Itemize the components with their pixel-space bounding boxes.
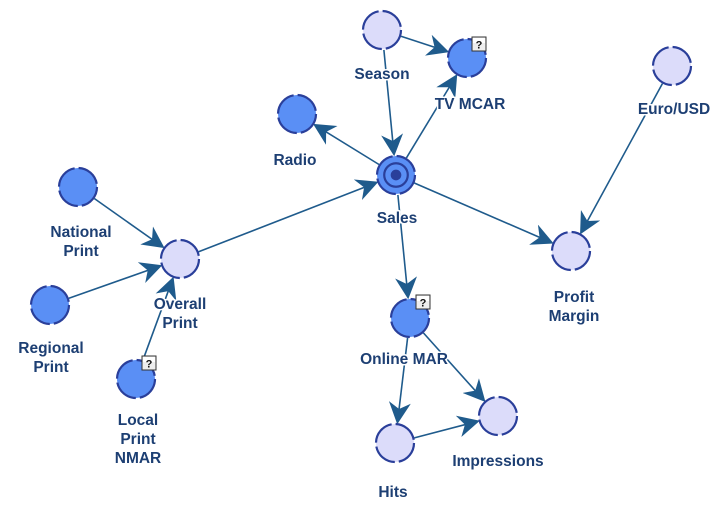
node-euro-usd-circle [651, 45, 693, 87]
target-center-icon [390, 169, 402, 181]
svg-text:?: ? [146, 359, 153, 371]
node-sales[interactable] [375, 154, 417, 196]
edge-local-print-nmar-to-overall-print [142, 276, 177, 361]
edge-regional-print-to-overall-print [68, 262, 163, 300]
missing-data-badge-icon: ? [141, 355, 157, 371]
edge-sales-to-radio [313, 123, 380, 166]
node-season[interactable] [361, 9, 403, 51]
svg-text:?: ? [476, 40, 483, 52]
edges-layer [68, 34, 664, 439]
node-label-online-mar: Online MAR [360, 351, 448, 368]
node-profit-margin[interactable] [550, 230, 592, 272]
edge-season-to-sales [381, 49, 404, 157]
node-overall-print-circle [159, 238, 201, 280]
edge-hits-to-impressions [414, 415, 480, 439]
edge-overall-print-to-sales [198, 179, 379, 253]
node-hits-circle [374, 422, 416, 464]
node-regional-print-circle [29, 284, 71, 326]
nodes-layer: ??? [29, 9, 693, 464]
svg-text:?: ? [420, 298, 427, 310]
node-overall-print[interactable] [159, 238, 201, 280]
node-label-season: Season [354, 66, 409, 83]
node-hits[interactable] [374, 422, 416, 464]
node-label-sales: Sales [377, 210, 418, 227]
node-national-print[interactable] [57, 166, 99, 208]
edge-national-print-to-overall-print [93, 197, 165, 249]
edge-sales-to-profit-margin [413, 182, 554, 245]
node-impressions[interactable] [477, 395, 519, 437]
target-ring-icon [383, 162, 409, 188]
node-label-radio: Radio [273, 152, 316, 169]
node-label-euro-usd: Euro/USD [638, 101, 710, 118]
edge-sales-to-tv-mcar [405, 74, 458, 159]
node-profit-margin-circle [550, 230, 592, 272]
missing-data-badge-icon: ? [415, 294, 431, 310]
edge-online-mar-to-impressions [422, 332, 486, 403]
missing-data-badge-icon: ? [471, 36, 487, 52]
node-season-circle [361, 9, 403, 51]
edge-euro-usd-to-profit-margin [580, 83, 664, 235]
edge-online-mar-to-hits [388, 337, 411, 425]
edge-sales-to-online-mar [395, 194, 417, 300]
node-radio-circle [276, 93, 318, 135]
node-euro-usd[interactable] [651, 45, 693, 87]
node-label-hits: Hits [378, 484, 407, 501]
edge-season-to-tv-mcar [400, 34, 450, 56]
node-label-tv-mcar: TV MCAR [435, 96, 506, 113]
node-radio[interactable] [276, 93, 318, 135]
node-regional-print[interactable] [29, 284, 71, 326]
node-impressions-circle [477, 395, 519, 437]
node-national-print-circle [57, 166, 99, 208]
node-label-impressions: Impressions [452, 453, 543, 470]
